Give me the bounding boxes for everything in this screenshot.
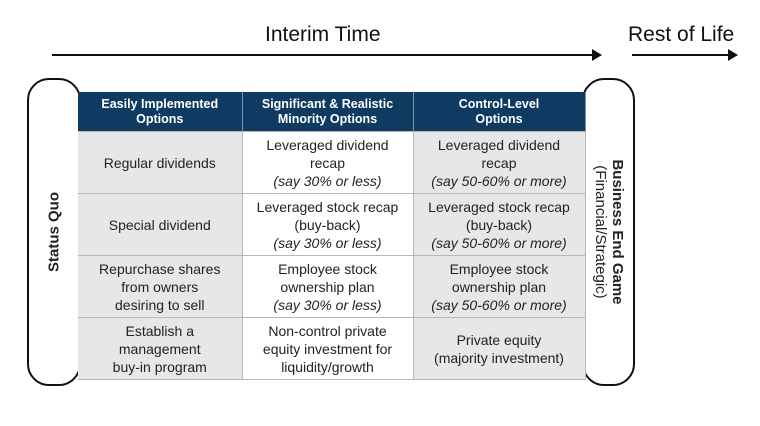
table-cell-easily-implemented: Special dividend (78, 193, 243, 256)
cell-line: Leveraged stock recap (428, 198, 570, 215)
cell-line: Non-control private (268, 322, 387, 339)
cell-line: (buy-back) (465, 216, 533, 233)
cell-line: Establish a (125, 322, 194, 339)
cell-line: ownership plan (280, 278, 375, 295)
status-quo-label: Status Quo (45, 191, 63, 273)
table-cell-easily-implemented: Regular dividends (78, 131, 243, 194)
cell-line: equity investment for (262, 340, 393, 357)
cell-note: (say 50-60% or more) (431, 172, 567, 189)
business-end-game-sublabel: (Financial/Strategic) (591, 165, 609, 299)
status-quo-bracket: Status Quo (27, 78, 81, 386)
table-cell-control-level: Leveraged stock recap(buy-back)(say 50-6… (413, 193, 586, 256)
table-cell-control-level: Private equity(majority investment) (413, 317, 586, 380)
cell-line: recap (309, 154, 346, 171)
interim-time-label: Interim Time (265, 23, 381, 46)
cell-note: (say 50-60% or more) (431, 234, 567, 251)
cell-line: Repurchase shares (99, 260, 221, 277)
cell-line: desiring to sell (115, 296, 205, 313)
cell-line: (majority investment) (434, 349, 564, 366)
cell-line: from owners (121, 278, 199, 295)
cell-line: Employee stock (449, 260, 549, 277)
cell-note: (say 30% or less) (273, 296, 382, 313)
header-line: Options (136, 111, 184, 126)
header-line: Minority Options (277, 111, 378, 126)
cell-note: (say 30% or less) (273, 172, 382, 189)
rest-of-life-arrow (632, 49, 738, 61)
header-line: Options (475, 111, 523, 126)
cell-line: Leveraged dividend (266, 136, 389, 153)
interim-time-arrow (52, 49, 602, 61)
cell-line: buy-in program (112, 358, 207, 375)
cell-line: Special dividend (108, 216, 211, 233)
cell-line: management (118, 340, 201, 357)
header-line: Significant & Realistic (261, 96, 394, 111)
header-line: Control-Level (458, 96, 540, 111)
cell-line: Regular dividends (103, 154, 216, 171)
cell-line: Leveraged stock recap (256, 198, 399, 215)
cell-line: Leveraged dividend (437, 136, 561, 153)
cell-line: recap (481, 154, 517, 171)
table-cell-minority: Leveraged stock recap(buy-back)(say 30% … (242, 193, 414, 256)
cell-note: (say 50-60% or more) (431, 296, 567, 313)
rest-of-life-label: Rest of Life (628, 23, 735, 46)
header-line: Easily Implemented (101, 96, 219, 111)
cell-line: Private equity (456, 331, 542, 348)
cell-line: (buy-back) (294, 216, 361, 233)
cell-line: Employee stock (278, 260, 377, 277)
business-end-game-label: Business End Game (608, 159, 626, 305)
business-end-game-bracket: Business End Game (Financial/Strategic) (582, 78, 635, 386)
cell-note: (say 30% or less) (273, 234, 382, 251)
cell-line: liquidity/growth (281, 358, 374, 375)
cell-line: ownership plan (451, 278, 547, 295)
